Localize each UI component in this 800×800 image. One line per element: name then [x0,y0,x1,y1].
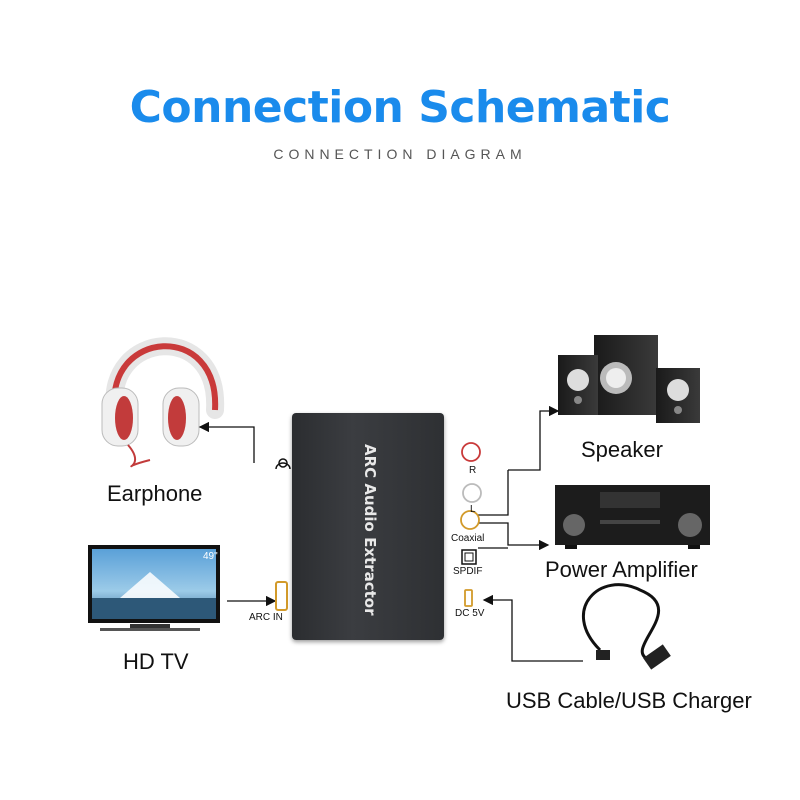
port-label-l: L [470,504,476,515]
speaker-icon [558,335,700,423]
page-subtitle: CONNECTION DIAGRAM [273,146,527,162]
label-amplifier: Power Amplifier [545,557,698,582]
device-name: ARC Audio Extractor [361,444,379,616]
label-usb: USB Cable/USB Charger [506,688,752,713]
port-label-coaxial: Coaxial [451,533,485,544]
port-label-arc-in: ARC IN [249,612,283,623]
label-hdtv: HD TV [123,649,189,674]
usb-cable-icon [581,583,671,670]
amplifier-icon [555,485,710,549]
tv-icon [88,545,220,631]
device-ports [275,442,482,611]
page-title: Connection Schematic [129,82,671,133]
port-label-dc: DC 5V [455,608,485,619]
tv-badge: 49" [203,551,218,562]
port-label-r: R [469,465,477,476]
label-speaker: Speaker [581,437,663,462]
headphones-icon [101,337,225,468]
label-earphone: Earphone [107,481,203,506]
port-label-spdif: SPDIF [453,566,483,577]
connector-lines [198,405,583,662]
device-box [292,413,444,640]
